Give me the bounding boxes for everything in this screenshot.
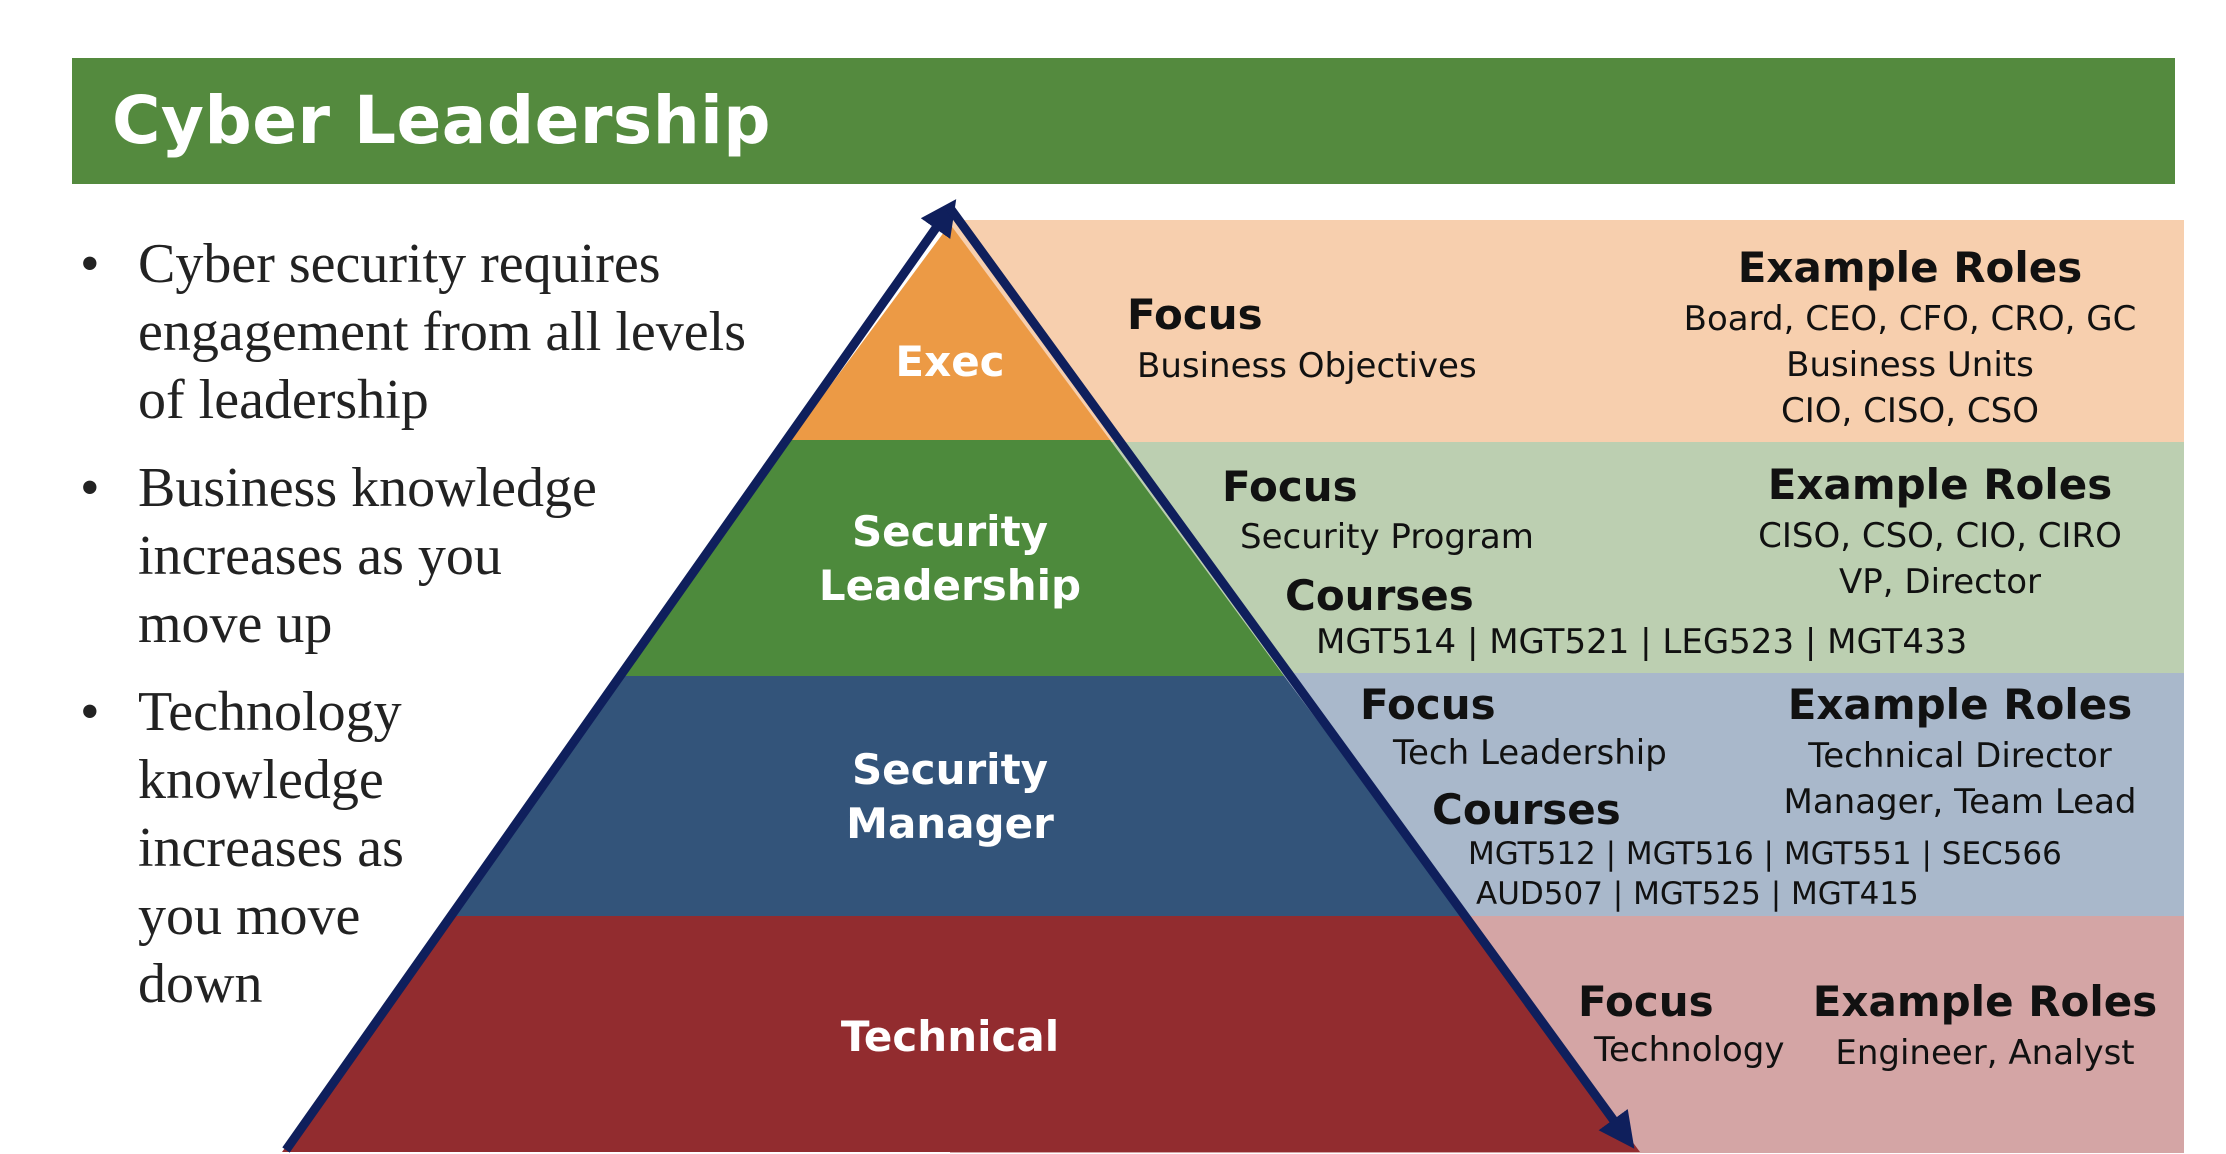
sm-courses-line-1: MGT512 | MGT516 | MGT551 | SEC566 xyxy=(1468,836,2062,872)
up-arrow xyxy=(282,199,957,1153)
bullet-item: Business knowledge increases as you move… xyxy=(80,454,840,658)
tier-technical-shape xyxy=(282,916,1640,1152)
tier-label-security-leadership: Security Leadership xyxy=(818,507,1082,610)
tier-security-leadership-shape xyxy=(620,440,1284,676)
tier-label-security-manager: Security Manager xyxy=(846,745,1054,848)
exec-roles-heading: Example Roles xyxy=(1737,243,2083,292)
sl-roles: Example Roles CISO, CSO, CIO, CIRO VP, D… xyxy=(1700,460,2180,605)
sm-role-line: Technical Director xyxy=(1808,736,2112,776)
sl-focus-text: Security Program xyxy=(1240,517,1534,557)
sm-focus-text: Tech Leadership xyxy=(1393,733,1667,773)
tier-label-exec: Exec xyxy=(895,337,1005,386)
sm-roles: Example Roles Technical Director Manager… xyxy=(1740,680,2180,825)
bullet-list: Cyber security requires engagement from … xyxy=(80,230,840,1038)
title-bar: Cyber Leadership xyxy=(72,58,2175,184)
bullet-item: Technology knowledge increases as you mo… xyxy=(80,678,840,1018)
tech-roles-heading: Example Roles xyxy=(1812,977,2158,1026)
sl-roles-heading: Example Roles xyxy=(1767,460,2113,509)
exec-focus-heading: Focus xyxy=(1127,290,1263,339)
sm-roles-heading: Example Roles xyxy=(1787,680,2133,729)
sl-role-line: CISO, CSO, CIO, CIRO xyxy=(1758,516,2122,556)
tier-exec-shape xyxy=(790,224,1110,440)
tier-security-manager-shape xyxy=(452,676,1464,916)
exec-roles: Example Roles Board, CEO, CFO, CRO, GC B… xyxy=(1660,243,2160,434)
tier-label-technical: Technical xyxy=(840,1012,1060,1061)
exec-role-line: Board, CEO, CFO, CRO, GC xyxy=(1683,299,2137,339)
sl-role-line: VP, Director xyxy=(1839,562,2041,602)
band-exec xyxy=(950,220,2184,442)
sm-role-line: Manager, Team Lead xyxy=(1783,782,2137,822)
sm-focus-heading: Focus xyxy=(1360,680,1496,729)
down-arrow xyxy=(946,205,1635,1149)
bullet-item: Cyber security requires engagement from … xyxy=(80,230,840,434)
tech-role-line: Engineer, Analyst xyxy=(1835,1033,2135,1073)
tech-roles: Example Roles Engineer, Analyst xyxy=(1790,977,2180,1076)
exec-focus-text: Business Objectives xyxy=(1137,346,1477,386)
exec-role-line: CIO, CISO, CSO xyxy=(1781,391,2039,431)
tech-focus-text: Technology xyxy=(1594,1030,1785,1070)
page-title: Cyber Leadership xyxy=(112,82,772,159)
sm-courses-line-2: AUD507 | MGT525 | MGT415 xyxy=(1476,876,1919,912)
exec-role-line: Business Units xyxy=(1786,345,2034,385)
sl-focus-heading: Focus xyxy=(1222,462,1358,511)
sm-courses-heading: Courses xyxy=(1432,785,1621,834)
sl-courses-text: MGT514 | MGT521 | LEG523 | MGT433 xyxy=(1316,622,1968,662)
tech-focus-heading: Focus xyxy=(1578,977,1714,1026)
sl-courses-heading: Courses xyxy=(1285,571,1474,620)
